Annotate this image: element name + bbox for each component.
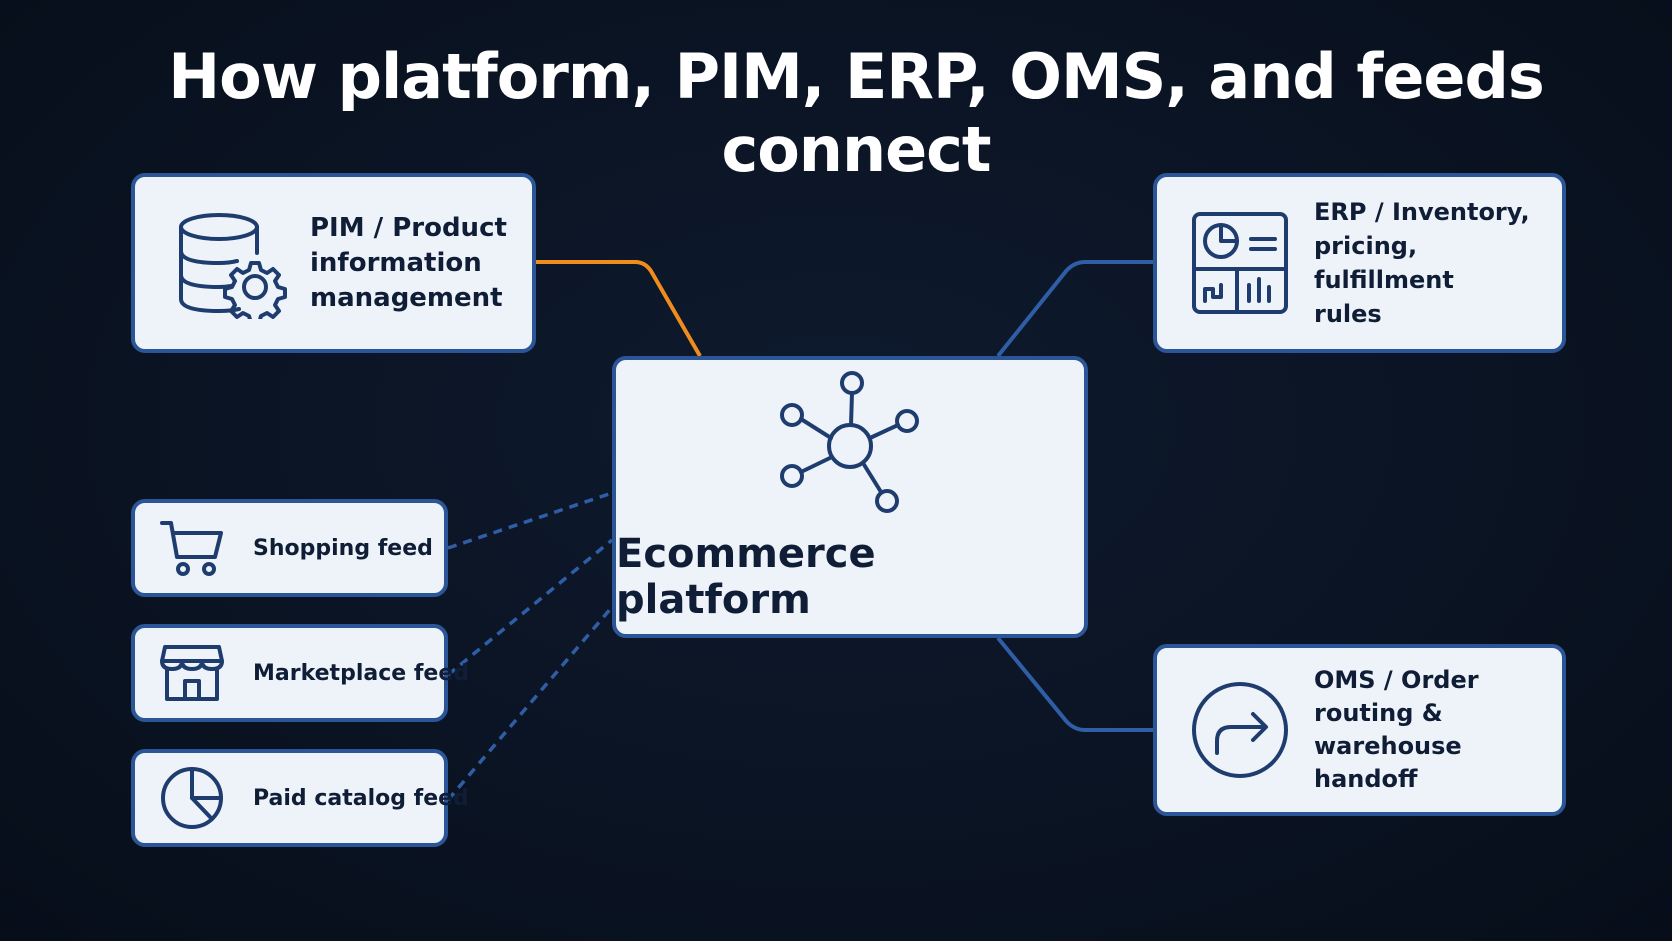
paid-catalog-feed-node: Paid catalog feed xyxy=(131,749,469,847)
erp-label-line-3: rules xyxy=(1314,300,1382,328)
shopping-feed-node: Shopping feed xyxy=(131,499,448,597)
platform-label: Ecommerce platform xyxy=(616,531,876,623)
oms-label-line-3: warehouse handoff xyxy=(1314,732,1462,793)
marketplace-feed-node: Marketplace feed xyxy=(131,624,469,722)
diagram-title: How platform, PIM, ERP, OMS, and feeds c… xyxy=(168,40,1544,186)
platform-node: Ecommerce platform xyxy=(612,356,1088,638)
connector-marketplace-platform xyxy=(446,538,614,677)
connector-shopping-platform xyxy=(447,491,613,550)
connector-oms-platform xyxy=(996,636,1153,732)
database-gear-icon xyxy=(173,207,288,319)
pim-label-line-1: PIM / Product xyxy=(310,212,507,243)
shopping-feed-label: Shopping feed xyxy=(253,535,433,561)
circle-arrow-right-icon xyxy=(1190,681,1290,779)
paid-catalog-feed-label: Paid catalog feed xyxy=(253,785,469,811)
oms-label-line-1: OMS / Order xyxy=(1314,666,1479,694)
erp-label-line-2: pricing, fulfillment xyxy=(1314,232,1454,294)
erp-node: ERP / Inventory, pricing, fulfillment ru… xyxy=(1153,173,1566,353)
storefront-icon xyxy=(157,643,227,703)
erp-label: ERP / Inventory, pricing, fulfillment ru… xyxy=(1314,195,1562,331)
connector-erp-platform xyxy=(996,260,1153,358)
pim-label: PIM / Product information management xyxy=(310,211,507,316)
pie-chart-icon xyxy=(157,766,227,830)
oms-node: OMS / Order routing & warehouse handoff xyxy=(1153,644,1566,816)
network-hub-icon xyxy=(775,371,925,517)
dashboard-icon xyxy=(1190,211,1290,315)
oms-label-line-2: routing & xyxy=(1314,699,1443,727)
marketplace-feed-label: Marketplace feed xyxy=(253,660,469,686)
pim-node: PIM / Product information management xyxy=(131,173,536,353)
shopping-cart-icon xyxy=(157,519,227,577)
connector-pim-platform xyxy=(536,260,702,357)
pim-label-line-3: management xyxy=(310,282,503,313)
connector-paid-platform xyxy=(446,605,614,802)
pim-label-line-2: information xyxy=(310,247,482,278)
oms-label: OMS / Order routing & warehouse handoff xyxy=(1314,664,1562,796)
erp-label-line-1: ERP / Inventory, xyxy=(1314,198,1530,226)
